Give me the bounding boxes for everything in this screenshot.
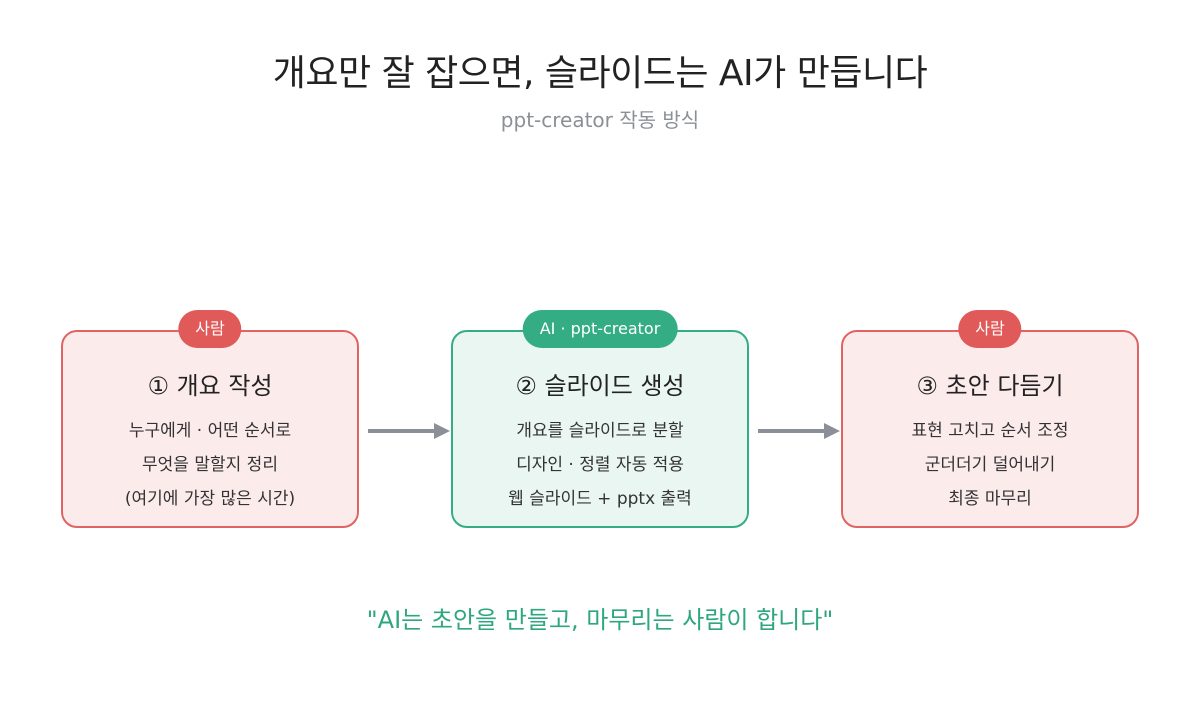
- step-line: 군더더기 덜어내기: [924, 455, 1056, 475]
- step-line: 디자인 · 정렬 자동 적용: [516, 455, 684, 475]
- step-line: 무엇을 말할지 정리: [142, 455, 278, 475]
- step-line: 최종 마무리: [948, 489, 1032, 509]
- step-card-outline: 사람 ① 개요 작성 누구에게 · 어떤 순서로 무엇을 말할지 정리 (여기에…: [61, 310, 359, 528]
- step-card-refine: 사람 ③ 초안 다듬기 표현 고치고 순서 조정 군더더기 덜어내기 최종 마무…: [841, 310, 1139, 528]
- step-description: 표현 고치고 순서 조정 군더더기 덜어내기 최종 마무리: [843, 414, 1137, 516]
- closing-quote: "AI는 초안을 만들고, 마무리는 사람이 합니다": [366, 606, 834, 634]
- diagram-subtitle: ppt-creator 작동 방식: [500, 108, 700, 132]
- step-line: 개요를 슬라이드로 분할: [516, 421, 684, 441]
- step-title: ② 슬라이드 생성: [515, 372, 685, 400]
- step-line: 누구에게 · 어떤 순서로: [128, 421, 292, 441]
- step-badge-human: 사람: [178, 310, 242, 348]
- diagram-title: 개요만 잘 잡으면, 슬라이드는 AI가 만듭니다: [272, 53, 928, 94]
- step-line: 표현 고치고 순서 조정: [911, 421, 1069, 441]
- step-badge-ai: AI · ppt-creator: [522, 310, 678, 348]
- step-description: 누구에게 · 어떤 순서로 무엇을 말할지 정리 (여기에 가장 많은 시간): [63, 414, 357, 516]
- step-title: ③ 초안 다듬기: [916, 372, 1064, 400]
- arrow-right-icon: [368, 423, 450, 439]
- arrow-right-icon: [758, 423, 840, 439]
- step-line: (여기에 가장 많은 시간): [124, 489, 296, 509]
- step-title: ① 개요 작성: [147, 372, 273, 400]
- step-card-generate: AI · ppt-creator ② 슬라이드 생성 개요를 슬라이드로 분할 …: [451, 310, 749, 528]
- step-badge-human: 사람: [958, 310, 1022, 348]
- step-line: 웹 슬라이드 + pptx 출력: [508, 489, 692, 509]
- step-description: 개요를 슬라이드로 분할 디자인 · 정렬 자동 적용 웹 슬라이드 + ppt…: [453, 414, 747, 516]
